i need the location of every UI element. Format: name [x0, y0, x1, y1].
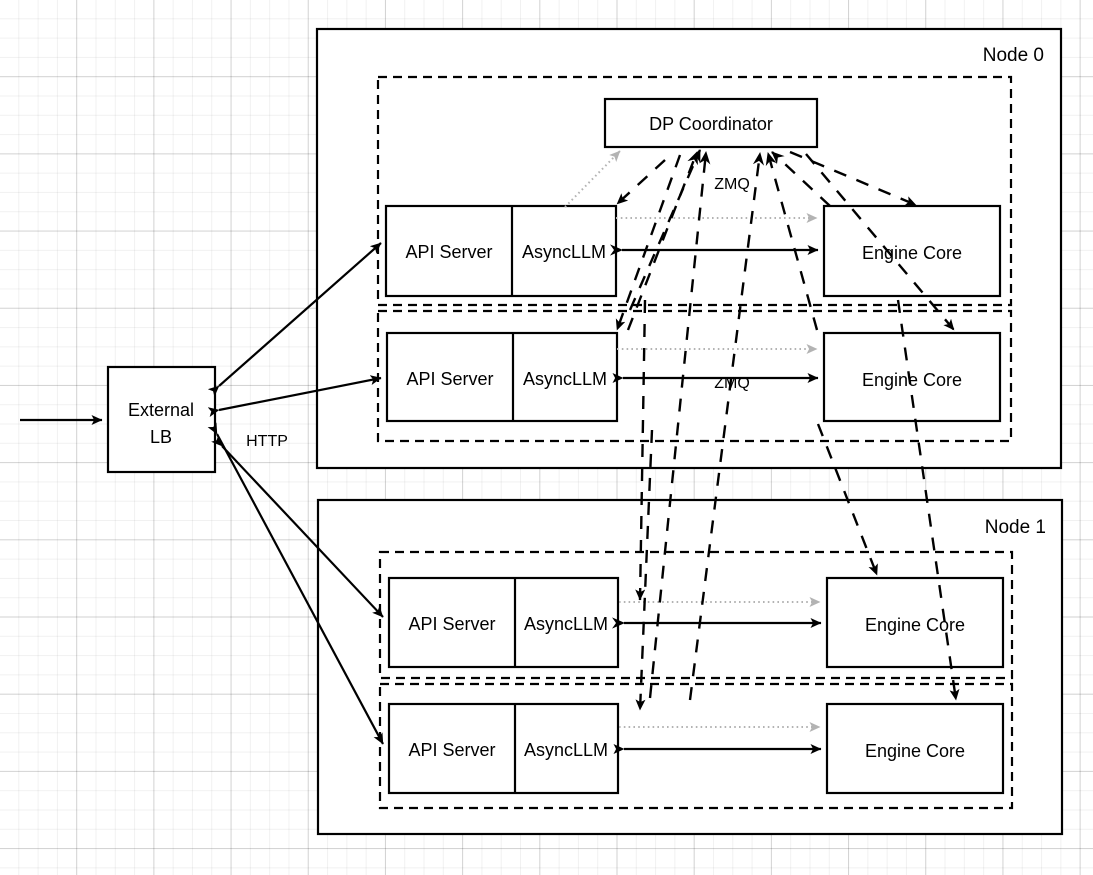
node-0-title: Node 0 [983, 45, 1044, 66]
node0-coordinator-inbound-b [628, 149, 702, 311]
node1-replica0-group [378, 550, 1014, 680]
node-1-title: Node 1 [985, 517, 1046, 538]
dp-coordinator[interactable]: DP Coordinator [603, 97, 819, 149]
node1-replica0-enginecore-box[interactable] [825, 576, 1005, 669]
external-lb[interactable]: External LB [106, 365, 217, 474]
node0-replica1-asyncllm-label: AsyncLLM [523, 369, 607, 389]
node1-replica1-enginecore-box[interactable] [825, 702, 1005, 795]
lb-to-node0-replica1-arrow [207, 375, 382, 417]
lb-to-node1-replica1-arrow [207, 422, 384, 745]
node1-replica1-serverbox[interactable] [387, 702, 620, 795]
node0-replica0-enginecore-box[interactable] [822, 204, 1002, 298]
node0-replica0-group [376, 75, 1013, 307]
node1-replica0-enginecore-label: Engine Core [865, 615, 965, 635]
node1-core-to-coordinator [688, 152, 765, 701]
coordinator-to-node1-replica0-core [816, 423, 879, 576]
node1-replica0-serverbox[interactable] [387, 576, 620, 669]
node0-replica1-asyncllm-to-coordinator [626, 151, 699, 331]
node0-replica1-apiserver-asyncllm[interactable]: API Server AsyncLLM [385, 331, 619, 423]
node1-replica1-to-coordinator [648, 151, 711, 699]
zmq-bottom-edge-label: ZMQ [714, 375, 750, 392]
lb-to-node0-replica0-arrow [207, 242, 382, 397]
node0-replica1-serverbox[interactable] [385, 331, 619, 423]
node1-replica1-asyncllm-label: AsyncLLM [524, 740, 608, 760]
dp-coordinator-box[interactable] [603, 97, 819, 149]
node1-replica1-enginecore-label: Engine Core [865, 741, 965, 761]
dp-coordinator-label: DP Coordinator [649, 114, 773, 134]
node0-replica0-serverbox[interactable] [384, 204, 618, 298]
node0-replica0-asyncllm-label: AsyncLLM [522, 242, 606, 262]
zmq-top-edge-label: ZMQ [714, 176, 750, 193]
node1-replica1-enginecore[interactable]: Engine Core [825, 702, 1005, 795]
node0-replica1-enginecore-box[interactable] [822, 331, 1002, 423]
coordinator-to-node0-replica1-asyncllm [615, 154, 682, 331]
node0-replica0-enginecore[interactable]: Engine Core [822, 204, 1002, 298]
node1-replica0-asyncllm-label: AsyncLLM [524, 614, 608, 634]
asyncllm-to-coordinator-dotted-arrow [564, 150, 621, 208]
node0-replica1-enginecore-label: Engine Core [862, 370, 962, 390]
coordinator-to-node1-replica0-asyncllm [635, 299, 647, 601]
http-edge-label: HTTP [246, 433, 288, 450]
node0-replica1-core-to-coordinator [765, 152, 819, 331]
node1-replica1-apiserver-asyncllm[interactable]: API Server AsyncLLM [387, 702, 620, 795]
coordinator-to-node1-replica1-core [896, 299, 960, 701]
node1-replica1-api-server-label: API Server [408, 740, 495, 760]
node0-replica1-api-server-label: API Server [406, 369, 493, 389]
external-lb-label-line2: LB [150, 427, 172, 447]
external-lb-box[interactable] [106, 365, 217, 474]
node0-replica0-enginecore-label: Engine Core [862, 243, 962, 263]
node0-replica1-enginecore[interactable]: Engine Core [822, 331, 1002, 423]
node1-replica0-api-server-label: API Server [408, 614, 495, 634]
node0-replica0-apiserver-asyncllm[interactable]: API Server AsyncLLM [384, 204, 618, 298]
node0-replica0-api-server-label: API Server [405, 242, 492, 262]
node1-replica1-group [378, 682, 1014, 810]
external-lb-label-line1: External [128, 400, 194, 420]
node1-replica0-apiserver-asyncllm[interactable]: API Server AsyncLLM [387, 576, 620, 669]
coordinator-to-node0-replica0-asyncllm [616, 159, 666, 205]
node1-replica0-enginecore[interactable]: Engine Core [825, 576, 1005, 669]
